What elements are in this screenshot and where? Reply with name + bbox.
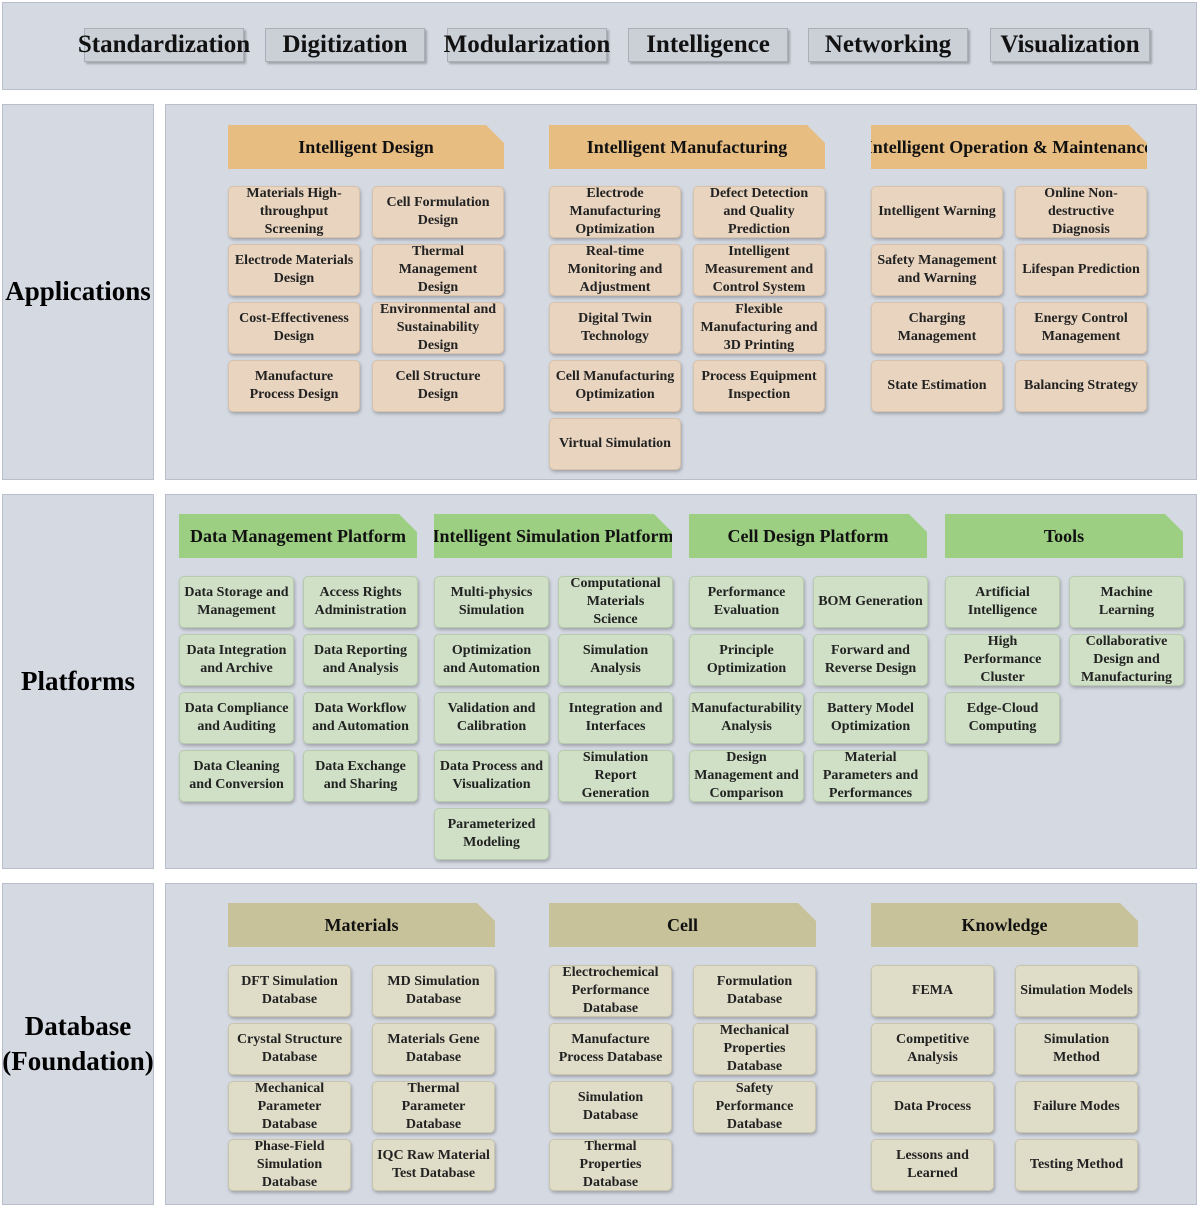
- item-computational-materials-science: Computational Materials Science: [558, 576, 673, 628]
- item-testing-method: Testing Method: [1015, 1139, 1138, 1191]
- item-online-non-destructive-diagnosis: Online Non-destructive Diagnosis: [1015, 186, 1147, 238]
- item-charging-management: Charging Management: [871, 302, 1003, 354]
- pillar-standardization: Standardization: [78, 28, 250, 62]
- item-cell-structure-design: Cell Structure Design: [372, 360, 504, 412]
- group-header-data-management-platform: Data Management Platform: [179, 514, 417, 558]
- item-data-workflow-and-automation: Data Workflow and Automation: [303, 692, 418, 744]
- item-failure-modes: Failure Modes: [1015, 1081, 1138, 1133]
- item-data-cleaning-and-conversion: Data Cleaning and Conversion: [179, 750, 294, 802]
- item-manufacture-process-database: Manufacture Process Database: [549, 1023, 672, 1075]
- pillar-networking: Networking: [808, 28, 968, 62]
- item-principle-optimization: Principle Optimization: [689, 634, 804, 686]
- item-data-process-and-visualization: Data Process and Visualization: [434, 750, 549, 802]
- item-forward-and-reverse-design: Forward and Reverse Design: [813, 634, 928, 686]
- item-flexible-manufacturing-and-3d-printing: Flexible Manufacturing and 3D Printing: [693, 302, 825, 354]
- item-data-integration-and-archive: Data Integration and Archive: [179, 634, 294, 686]
- item-energy-control-management: Energy Control Management: [1015, 302, 1147, 354]
- group-header-knowledge: Knowledge: [871, 903, 1138, 947]
- item-state-estimation: State Estimation: [871, 360, 1003, 412]
- item-dft-simulation-database: DFT Simulation Database: [228, 965, 351, 1017]
- item-cell-manufacturing-optimization: Cell Manufacturing Optimization: [549, 360, 681, 412]
- group-header-cell: Cell: [549, 903, 816, 947]
- item-multi-physics-simulation: Multi-physics Simulation: [434, 576, 549, 628]
- layer-label-database: Database (Foundation): [2, 883, 154, 1205]
- pillar-digitization: Digitization: [265, 28, 425, 62]
- group-header-intelligent-simulation-platform: Intelligent Simulation Platform: [434, 514, 672, 558]
- item-process-equipment-inspection: Process Equipment Inspection: [693, 360, 825, 412]
- item-material-parameters-and-performances: Material Parameters and Performances: [813, 750, 928, 802]
- item-thermal-parameter-database: Thermal Parameter Database: [372, 1081, 495, 1133]
- group-header-tools: Tools: [945, 514, 1183, 558]
- item-high-performance-cluster: High Performance Cluster: [945, 634, 1060, 686]
- item-access-rights-administration: Access Rights Administration: [303, 576, 418, 628]
- item-phase-field-simulation-database: Phase-Field Simulation Database: [228, 1139, 351, 1191]
- item-thermal-properties-database: Thermal Properties Database: [549, 1139, 672, 1191]
- item-collaborative-design-and-manufacturing: Collaborative Design and Manufacturing: [1069, 634, 1184, 686]
- item-edge-cloud-computing: Edge-Cloud Computing: [945, 692, 1060, 744]
- item-digital-twin-technology: Digital Twin Technology: [549, 302, 681, 354]
- item-cost-effectiveness-design: Cost-Effectiveness Design: [228, 302, 360, 354]
- item-design-management-and-comparison: Design Management and Comparison: [689, 750, 804, 802]
- item-artificial-intelligence: Artificial Intelligence: [945, 576, 1060, 628]
- layer-label-applications: Applications: [2, 104, 154, 480]
- item-safety-performance-database: Safety Performance Database: [693, 1081, 816, 1133]
- item-data-storage-and-management: Data Storage and Management: [179, 576, 294, 628]
- item-optimization-and-automation: Optimization and Automation: [434, 634, 549, 686]
- item-simulation-report-generation: Simulation Report Generation: [558, 750, 673, 802]
- item-md-simulation-database: MD Simulation Database: [372, 965, 495, 1017]
- item-manufacture-process-design: Manufacture Process Design: [228, 360, 360, 412]
- item-mechanical-properties-database: Mechanical Properties Database: [693, 1023, 816, 1075]
- item-data-process: Data Process: [871, 1081, 994, 1133]
- item-defect-detection-and-quality-prediction: Defect Detection and Quality Prediction: [693, 186, 825, 238]
- item-cell-formulation-design: Cell Formulation Design: [372, 186, 504, 238]
- item-competitive-analysis: Competitive Analysis: [871, 1023, 994, 1075]
- item-validation-and-calibration: Validation and Calibration: [434, 692, 549, 744]
- item-battery-model-optimization: Battery Model Optimization: [813, 692, 928, 744]
- item-iqc-raw-material-test-database: IQC Raw Material Test Database: [372, 1139, 495, 1191]
- item-data-compliance-and-auditing: Data Compliance and Auditing: [179, 692, 294, 744]
- item-crystal-structure-database: Crystal Structure Database: [228, 1023, 351, 1075]
- item-electrode-materials-design: Electrode Materials Design: [228, 244, 360, 296]
- item-lessons-and-learned: Lessons and Learned: [871, 1139, 994, 1191]
- item-simulation-models: Simulation Models: [1015, 965, 1138, 1017]
- item-data-reporting-and-analysis: Data Reporting and Analysis: [303, 634, 418, 686]
- item-integration-and-interfaces: Integration and Interfaces: [558, 692, 673, 744]
- item-simulation-analysis: Simulation Analysis: [558, 634, 673, 686]
- pillar-intelligence: Intelligence: [628, 28, 788, 62]
- group-header-intelligent-manufacturing: Intelligent Manufacturing: [549, 125, 825, 169]
- item-materials-gene-database: Materials Gene Database: [372, 1023, 495, 1075]
- pillar-modularization: Modularization: [444, 28, 610, 62]
- item-data-exchange-and-sharing: Data Exchange and Sharing: [303, 750, 418, 802]
- item-real-time-monitoring-and-adjustment: Real-time Monitoring and Adjustment: [549, 244, 681, 296]
- item-bom-generation: BOM Generation: [813, 576, 928, 628]
- item-electrode-manufacturing-optimization: Electrode Manufacturing Optimization: [549, 186, 681, 238]
- item-intelligent-warning: Intelligent Warning: [871, 186, 1003, 238]
- group-header-intelligent-design: Intelligent Design: [228, 125, 504, 169]
- item-balancing-strategy: Balancing Strategy: [1015, 360, 1147, 412]
- group-header-cell-design-platform: Cell Design Platform: [689, 514, 927, 558]
- item-materials-high-throughput-screening: Materials High-throughput Screening: [228, 186, 360, 238]
- item-simulation-method: Simulation Method: [1015, 1023, 1138, 1075]
- group-header-materials: Materials: [228, 903, 495, 947]
- item-virtual-simulation: Virtual Simulation: [549, 418, 681, 470]
- item-manufacturability-analysis: Manufacturability Analysis: [689, 692, 804, 744]
- item-lifespan-prediction: Lifespan Prediction: [1015, 244, 1147, 296]
- item-intelligent-measurement-and-control-system: Intelligent Measurement and Control Syst…: [693, 244, 825, 296]
- item-performance-evaluation: Performance Evaluation: [689, 576, 804, 628]
- item-electrochemical-performance-database: Electrochemical Performance Database: [549, 965, 672, 1017]
- pillar-visualization: Visualization: [990, 28, 1150, 62]
- item-mechanical-parameter-database: Mechanical Parameter Database: [228, 1081, 351, 1133]
- item-environmental-and-sustainability-design: Environmental and Sustainability Design: [372, 302, 504, 354]
- item-parameterized-modeling: Parameterized Modeling: [434, 808, 549, 860]
- item-formulation-database: Formulation Database: [693, 965, 816, 1017]
- item-simulation-database: Simulation Database: [549, 1081, 672, 1133]
- item-safety-management-and-warning: Safety Management and Warning: [871, 244, 1003, 296]
- group-header-intelligent-operation-and-maintenance: Intelligent Operation & Maintenance: [871, 125, 1147, 169]
- layer-label-platforms: Platforms: [2, 494, 154, 869]
- item-fema: FEMA: [871, 965, 994, 1017]
- item-machine-learning: Machine Learning: [1069, 576, 1184, 628]
- item-thermal-management-design: Thermal Management Design: [372, 244, 504, 296]
